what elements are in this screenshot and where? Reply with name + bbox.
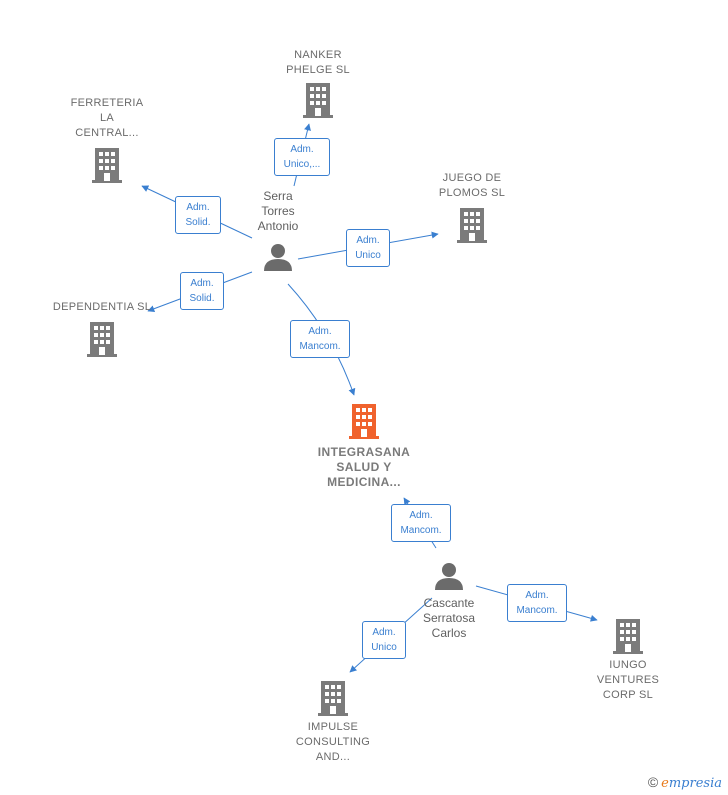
company-label: DEPENDENTIA SL <box>52 301 152 313</box>
company-node-dependentia[interactable]: DEPENDENTIA SL <box>42 300 162 357</box>
company-node-nanker[interactable]: NANKER PHELGE SL <box>268 48 368 118</box>
company-node-ferreteria[interactable]: FERRETERIA LA CENTRAL... <box>57 96 157 183</box>
building-icon <box>457 208 487 243</box>
building-icon <box>349 404 379 439</box>
person-icon <box>264 244 292 271</box>
building-icon <box>92 148 122 183</box>
edge-label-to-nanker[interactable]: Adm. Unico,... <box>274 138 330 176</box>
building-icon <box>303 83 333 118</box>
company-node-integrasana[interactable]: INTEGRASANA SALUD Y MEDICINA... <box>304 403 424 490</box>
person-node-serra[interactable]: Serra Torres Antonio <box>238 189 318 271</box>
company-label: IMPULSE CONSULTING AND... <box>295 721 371 763</box>
building-icon <box>318 681 348 716</box>
company-node-iungo[interactable]: IUNGO VENTURES CORP SL <box>578 618 678 703</box>
edge-label-to-impulse[interactable]: Adm. Unico <box>362 621 406 659</box>
edge-label-to-iungo[interactable]: Adm. Mancom. <box>507 584 567 622</box>
person-node-cascante[interactable]: Cascante Serratosa Carlos <box>407 562 491 641</box>
company-label: JUEGO DE PLOMOS SL <box>438 172 506 199</box>
brand-logo: ©empresia <box>647 774 722 791</box>
building-icon <box>87 322 117 357</box>
edge-label-serra-integrasana[interactable]: Adm. Mancom. <box>290 320 350 358</box>
edge-label-to-juego[interactable]: Adm. Unico <box>346 229 390 267</box>
person-label: Serra Torres Antonio <box>257 189 299 233</box>
person-icon <box>435 563 463 590</box>
company-node-juego[interactable]: JUEGO DE PLOMOS SL <box>422 171 522 243</box>
company-label: INTEGRASANA SALUD Y MEDICINA... <box>317 445 411 489</box>
company-label: NANKER PHELGE SL <box>286 49 350 76</box>
company-label: IUNGO VENTURES CORP SL <box>596 659 660 701</box>
person-label: Cascante Serratosa Carlos <box>422 596 476 640</box>
edge-label-to-ferreteria[interactable]: Adm. Solid. <box>175 196 221 234</box>
edge-label-cascante-integrasana[interactable]: Adm. Mancom. <box>391 504 451 542</box>
copyright-icon: © <box>647 774 659 790</box>
building-icon <box>613 619 643 654</box>
company-node-impulse[interactable]: IMPULSE CONSULTING AND... <box>283 680 383 765</box>
edge-label-to-dependentia[interactable]: Adm. Solid. <box>180 272 224 310</box>
company-label: FERRETERIA LA CENTRAL... <box>70 97 144 139</box>
